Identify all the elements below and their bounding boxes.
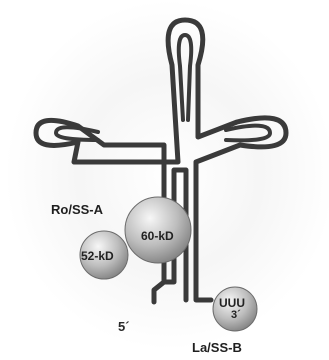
protein-60kd-label: 60-kD — [141, 229, 174, 243]
la-ssb-label: La/SS-B — [192, 340, 242, 355]
protein-60kd-sphere — [124, 196, 192, 264]
three-prime-label: 3´ — [231, 309, 241, 321]
ro-ssa-label: Ro/SS-A — [51, 202, 103, 217]
uuu-label: UUU — [219, 296, 245, 310]
rna-top-loop-inner — [176, 33, 194, 122]
protein-52kd-sphere — [79, 230, 129, 280]
rna-strand-outer — [33, 17, 289, 305]
protein-la-sphere — [212, 286, 258, 332]
protein-52kd-label: 52-kD — [81, 249, 114, 263]
rna-left-loop-inner — [54, 125, 100, 142]
five-prime-label: 5´ — [118, 319, 130, 334]
rna-right-loop-inner — [224, 123, 272, 143]
